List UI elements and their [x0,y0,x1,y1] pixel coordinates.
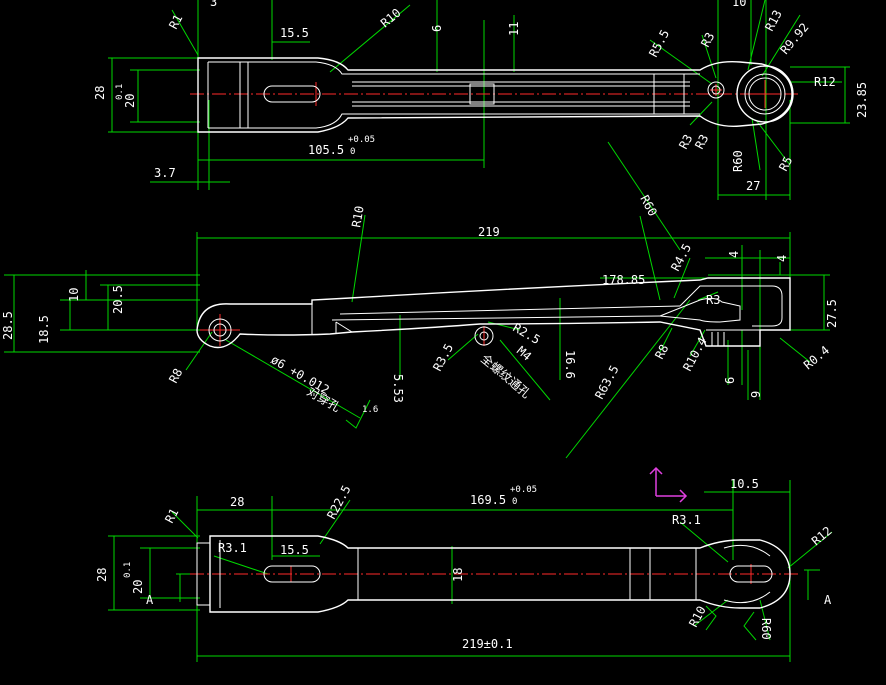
dim-text: 18.5 [37,315,51,344]
dim-text: 28 [93,86,107,100]
dim-text: R3.1 [218,541,247,555]
dim-text: R3 [706,293,720,307]
dim-text: 20.5 [111,285,125,314]
tolerance-text: 0.1 [123,562,133,578]
dim-text: 169.5 [470,493,506,507]
dim-text: R9.92 [778,20,812,57]
dim-text: 20 [123,94,137,108]
dim-text: 219 [478,225,500,239]
dim-text: 4 [775,255,789,262]
dim-text: 10 [732,0,746,9]
top-view: R1 15.5 R10 6 11 28 20 0.1 105.5 +0.05 0… [93,0,869,251]
dim-text: 6 [430,25,444,32]
dim-text: R5 [776,154,795,173]
dim-text: R10 [349,205,367,229]
dim-text: 6 [723,377,737,384]
dim-text: R4.5 [668,241,694,273]
dim-text: R63.5 [592,363,621,401]
dim-text: R12 [814,75,836,89]
dim-text: 10.5 [730,477,759,491]
dim-text: 9 [749,391,763,398]
dim-text: R3 [692,132,711,151]
dim-text: 28 [95,568,109,582]
dim-text: 15.5 [280,543,309,557]
dim-text: 28 [230,495,244,509]
tolerance-text: 0.1 [115,84,125,100]
dim-text: R8 [652,342,671,361]
dim-text: 18 [451,568,465,582]
dim-text: 28.5 [1,311,15,340]
dim-text: R5.5 [646,27,672,59]
dim-text: 11 [507,22,521,36]
roughness-text: 1.6 [362,405,378,415]
dim-text: R3.1 [672,513,701,527]
dim-text: R10.4 [680,335,709,373]
ucs-icon [649,466,688,503]
dim-text: R0.4 [801,343,832,372]
dim-text: R12 [809,524,835,549]
dim-text: 15.5 [280,26,309,40]
dim-text: 27 [746,179,760,193]
dim-text: R8 [166,366,185,385]
tolerance-text: +0.05 [348,135,375,145]
dim-text: 10 [67,288,81,302]
dim-text: R60 [759,618,773,640]
dim-text: 4 [727,251,741,258]
dim-text: 23.85 [855,82,869,118]
dim-text: R3 [698,30,717,49]
section-label: A [146,593,154,607]
dim-text: R10 [686,604,709,630]
dim-text: 105.5 [308,143,344,157]
dim-text: R10 [378,6,404,31]
tolerance-text: 0 [350,147,355,157]
dim-text: 27.5 [825,299,839,328]
front-view: 219 R10 R60 178.85 R4.5 4 4 R3 27.5 28.5… [1,193,839,459]
dim-text: R3.5 [430,341,456,373]
dim-text: 16.6 [563,350,577,379]
dim-text: 178.85 [602,273,645,287]
dim-text: R22.5 [324,483,353,521]
bottom-view: 28 169.5 +0.05 0 10.5 R1 R22.5 R3.1 15.5… [95,477,835,662]
dim-text: 219±0.1 [462,637,513,651]
dim-text: 3.7 [154,166,176,180]
tolerance-text: 0 [512,497,517,507]
dim-text: 3 [210,0,217,9]
dim-text: R1 [162,506,181,525]
dim-text: 5.53 [391,374,405,403]
dim-text: 20 [131,580,145,594]
section-label: A [824,593,832,607]
tolerance-text: +0.05 [510,485,537,495]
dim-text: R1 [166,12,185,31]
dim-text: R60 [731,150,745,172]
dim-text: R3 [676,132,695,151]
